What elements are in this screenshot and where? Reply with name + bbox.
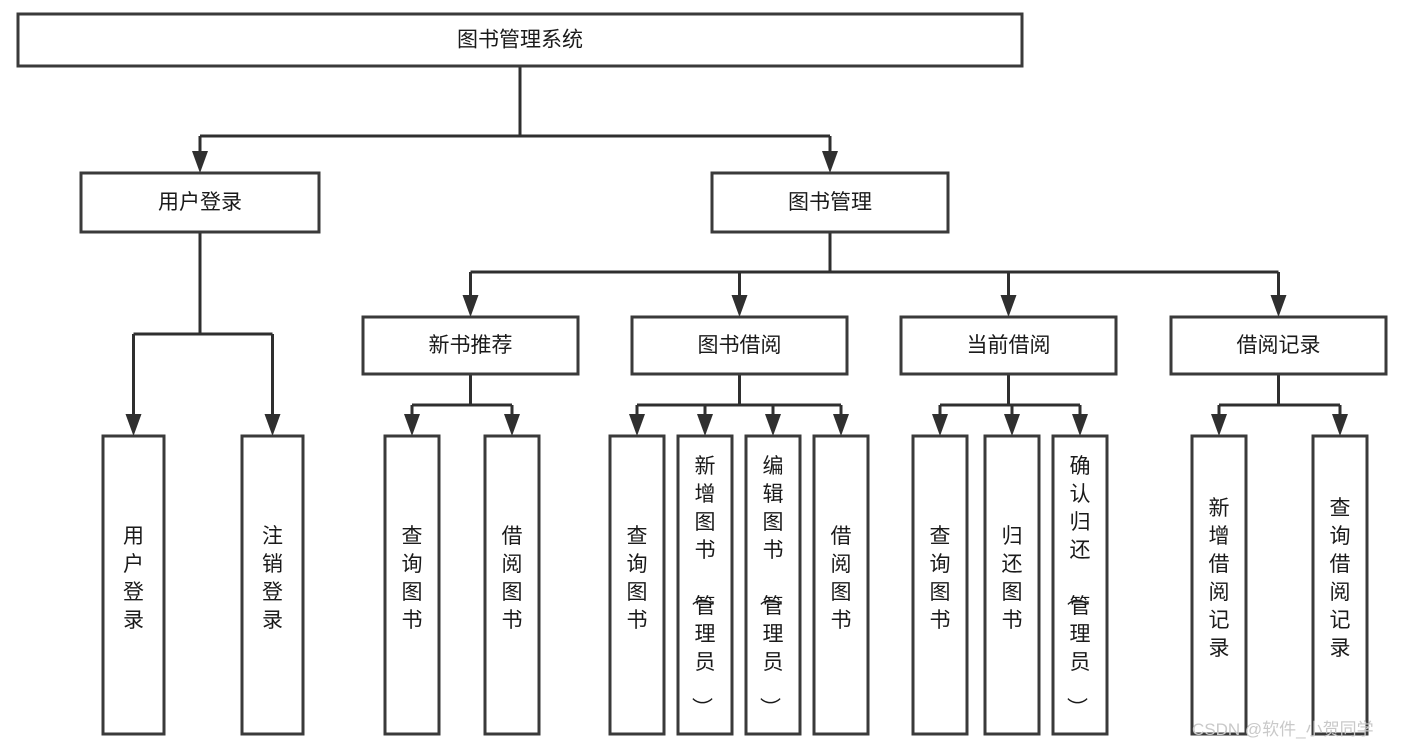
connector-group: [1211, 374, 1348, 436]
connector-group: [404, 374, 520, 436]
node-label: 查询图书: [930, 525, 951, 632]
arrow-head-icon: [1072, 414, 1088, 436]
node-book-borrow[interactable]: 图书借阅: [630, 315, 849, 376]
node-box[interactable]: [383, 434, 441, 736]
node-new-book-recommend[interactable]: 新书推荐: [361, 315, 580, 376]
node-box[interactable]: [899, 315, 1118, 376]
node-root-图书管理系统[interactable]: 图书管理系统: [16, 12, 1024, 68]
node-label: 查询图书: [627, 525, 648, 632]
arrow-head-icon: [192, 151, 208, 173]
node-box[interactable]: [361, 315, 580, 376]
connector-group: [932, 374, 1088, 436]
node-label: 归还图书: [1002, 525, 1023, 632]
arrow-head-icon: [765, 414, 781, 436]
node-label: 当前借阅: [967, 334, 1051, 357]
node-box[interactable]: [812, 434, 870, 736]
node-box[interactable]: [240, 434, 305, 736]
node-leaf-edit-book[interactable]: 编辑图书（管理员）: [744, 434, 802, 736]
arrow-head-icon: [404, 414, 420, 436]
node-user-login[interactable]: 用户登录: [79, 171, 321, 234]
node-label: 新书推荐: [429, 334, 513, 357]
node-box[interactable]: [744, 434, 802, 736]
node-box[interactable]: [911, 434, 969, 736]
node-box[interactable]: [1169, 315, 1388, 376]
node-label: 新增借阅记录: [1209, 497, 1230, 660]
node-box[interactable]: [1311, 434, 1369, 736]
node-borrow-record[interactable]: 借阅记录: [1169, 315, 1388, 376]
arrow-head-icon: [264, 414, 281, 436]
node-leaf-return-book[interactable]: 归还图书: [983, 434, 1041, 736]
connector-group: [192, 66, 838, 173]
arrow-head-icon: [504, 414, 520, 436]
node-box[interactable]: [483, 434, 541, 736]
node-label: 借阅记录: [1237, 334, 1321, 357]
arrow-head-icon: [1211, 414, 1227, 436]
node-label: 图书借阅: [698, 334, 782, 357]
arrow-head-icon: [932, 414, 948, 436]
node-label: 图书管理系统: [457, 29, 583, 52]
node-label: 图书管理: [788, 191, 872, 214]
node-label: 借阅图书: [502, 525, 523, 632]
arrow-head-icon: [629, 414, 645, 436]
node-current-borrow[interactable]: 当前借阅: [899, 315, 1118, 376]
arrow-head-icon: [833, 414, 849, 436]
arrow-head-icon: [462, 295, 479, 317]
node-box[interactable]: [1051, 434, 1109, 736]
node-leaf-borrow-book-2[interactable]: 借阅图书: [812, 434, 870, 736]
arrow-head-icon: [1004, 414, 1020, 436]
node-box[interactable]: [983, 434, 1041, 736]
arrow-head-icon: [1332, 414, 1348, 436]
node-book-manage[interactable]: 图书管理: [710, 171, 950, 234]
arrow-head-icon: [1000, 295, 1017, 317]
node-leaf-user-login[interactable]: 用户登录: [101, 434, 166, 736]
connector-group: [462, 232, 1287, 317]
node-label: 查询图书: [402, 525, 423, 632]
node-leaf-query-record[interactable]: 查询借阅记录: [1311, 434, 1369, 736]
node-label: 确认归还（管理员）: [1065, 455, 1091, 718]
node-box[interactable]: [79, 171, 321, 234]
connector-group: [629, 374, 849, 436]
node-label: 用户登录: [158, 191, 242, 214]
node-box[interactable]: [608, 434, 666, 736]
node-box[interactable]: [16, 12, 1024, 68]
node-leaf-add-record[interactable]: 新增借阅记录: [1190, 434, 1248, 736]
connector-group: [125, 232, 281, 436]
node-label: 注销登录: [262, 525, 283, 632]
node-label: 借阅图书: [831, 525, 852, 632]
node-box[interactable]: [676, 434, 734, 736]
node-leaf-logout[interactable]: 注销登录: [240, 434, 305, 736]
arrow-head-icon: [125, 414, 142, 436]
node-layer: 图书管理系统用户登录图书管理新书推荐图书借阅当前借阅借阅记录用户登录注销登录查询…: [16, 12, 1388, 736]
node-label: 新增图书（管理员）: [690, 455, 716, 718]
node-box[interactable]: [1190, 434, 1248, 736]
node-label: 查询借阅记录: [1330, 497, 1351, 660]
arrow-head-icon: [697, 414, 713, 436]
node-leaf-query-book-1[interactable]: 查询图书: [383, 434, 441, 736]
connector-layer: [125, 66, 1348, 436]
node-label: 用户登录: [123, 525, 144, 632]
arrow-head-icon: [1270, 295, 1287, 317]
node-leaf-borrow-book-1[interactable]: 借阅图书: [483, 434, 541, 736]
node-leaf-confirm-return[interactable]: 确认归还（管理员）: [1051, 434, 1109, 736]
node-leaf-query-book-3[interactable]: 查询图书: [911, 434, 969, 736]
node-box[interactable]: [710, 171, 950, 234]
node-box[interactable]: [101, 434, 166, 736]
arrow-head-icon: [731, 295, 748, 317]
node-leaf-query-book-2[interactable]: 查询图书: [608, 434, 666, 736]
arrow-head-icon: [822, 151, 838, 173]
node-box[interactable]: [630, 315, 849, 376]
node-label: 编辑图书（管理员）: [758, 455, 784, 718]
node-leaf-add-book[interactable]: 新增图书（管理员）: [676, 434, 734, 736]
